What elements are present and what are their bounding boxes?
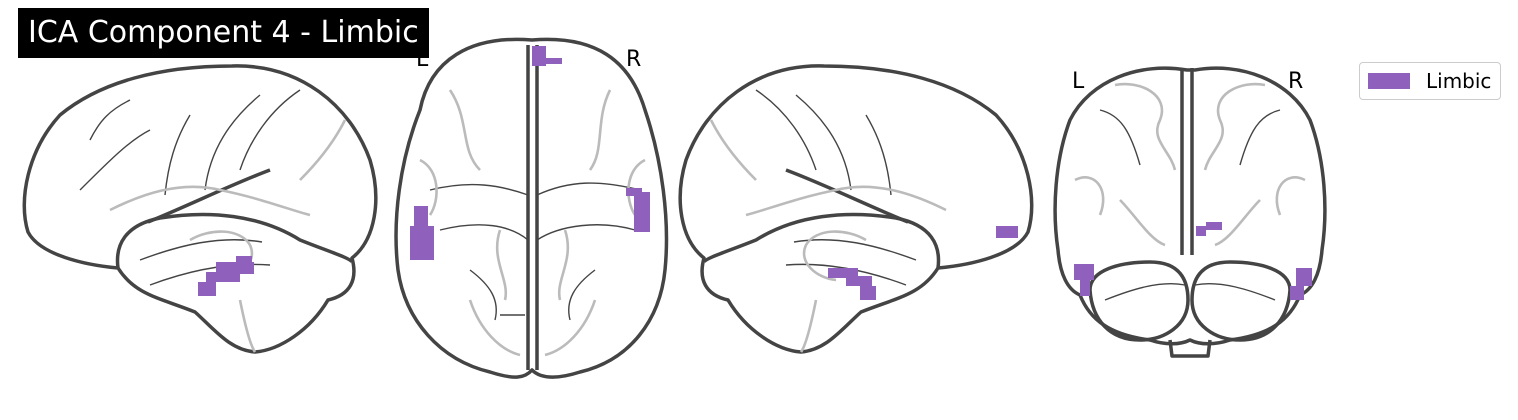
- legend: Limbic: [1359, 62, 1501, 100]
- axial-limbic-region: [410, 46, 650, 260]
- sagittal-left-view: [22, 64, 378, 354]
- sagittal-right-view: [678, 64, 1034, 354]
- figure-title: ICA Component 4 - Limbic: [18, 8, 429, 58]
- sagittal-right-sylvian: [785, 168, 909, 224]
- coronal-right-label: R: [1288, 69, 1303, 94]
- coronal-limbic-region: [1074, 222, 1312, 300]
- coronal-brainstem: [1168, 339, 1212, 358]
- sagittal-left-sylvian: [147, 168, 271, 224]
- sagittal-left-limbic-region: [198, 256, 254, 296]
- sagittal-right-temporal: [702, 212, 941, 269]
- sagittal-right-outline: [678, 64, 1034, 354]
- sagittal-right-limbic-region: [828, 226, 1018, 300]
- coronal-cerebellum-right: [1190, 260, 1292, 342]
- axial-view: L R: [394, 37, 669, 379]
- coronal-view: L R: [1053, 66, 1327, 358]
- legend-label: Limbic: [1426, 69, 1492, 93]
- axial-left-label: L: [416, 47, 429, 72]
- coronal-cerebellum-left: [1088, 260, 1190, 342]
- axial-outline: [394, 37, 669, 379]
- sagittal-left-temporal: [115, 212, 354, 269]
- axial-right-label: R: [626, 47, 641, 72]
- coronal-outline: [1053, 66, 1327, 346]
- coronal-left-label: L: [1072, 69, 1085, 94]
- legend-swatch: [1368, 73, 1410, 89]
- sagittal-left-outline: [22, 64, 378, 354]
